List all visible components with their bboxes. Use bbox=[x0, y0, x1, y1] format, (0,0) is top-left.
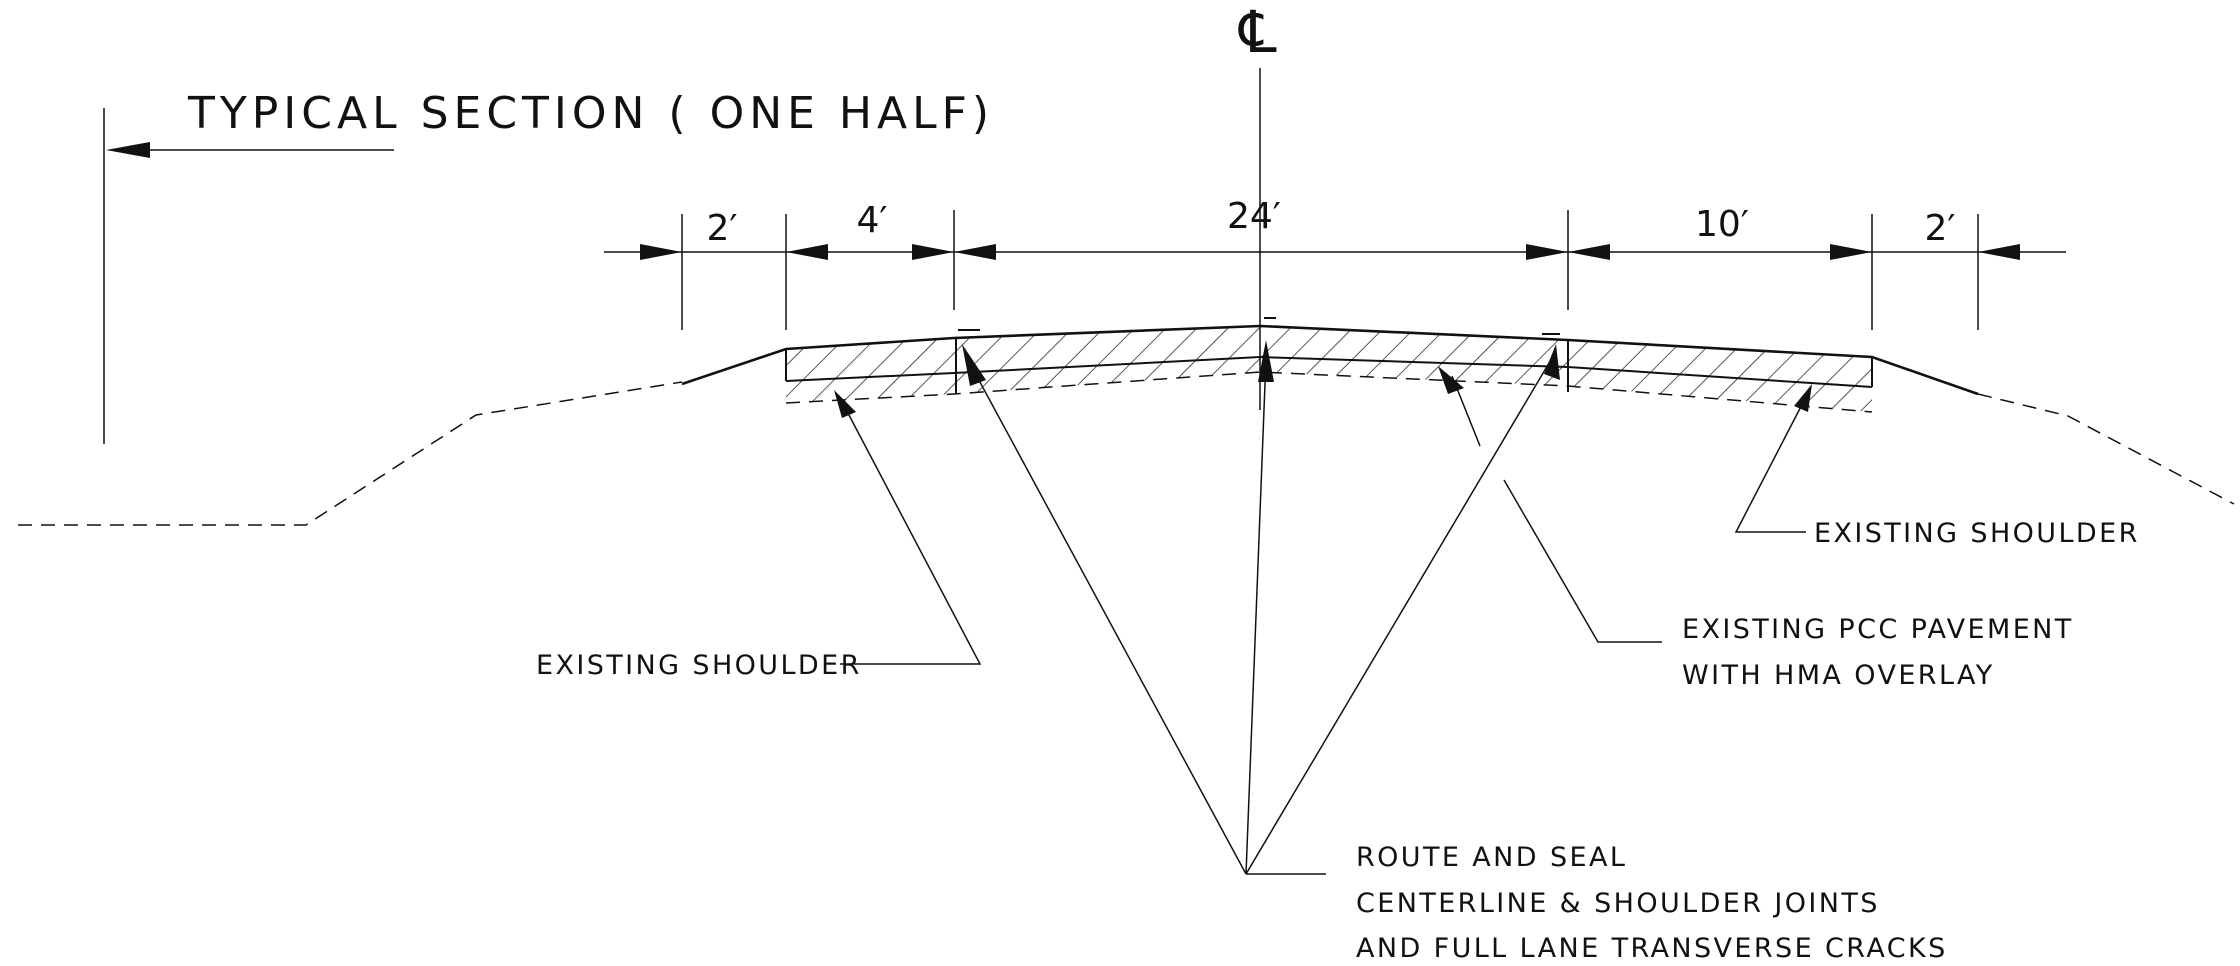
dimension-label: 2′ bbox=[1924, 208, 1955, 249]
dimension-arrow bbox=[1568, 244, 1610, 260]
leader-arrow bbox=[1794, 384, 1812, 412]
dimension-arrow bbox=[1830, 244, 1872, 260]
dimension-arrow bbox=[1526, 244, 1568, 260]
route-seal-leader bbox=[967, 359, 1247, 875]
dimension-label: 4′ bbox=[856, 200, 887, 241]
leader-arrow bbox=[1258, 340, 1274, 382]
route-seal-label: ROUTE AND SEAL bbox=[1356, 842, 1627, 873]
route-seal-label: CENTERLINE & SHOULDER JOINTS bbox=[1356, 888, 1880, 919]
existing-ground-left bbox=[18, 381, 683, 526]
dimension-arrow bbox=[786, 244, 828, 260]
route-seal-leader bbox=[1245, 357, 1553, 875]
leader-arrow bbox=[962, 344, 986, 386]
centerline-symbol: ℄ bbox=[1237, 0, 1276, 66]
dimension-label: 2′ bbox=[706, 208, 737, 249]
leader-arrow bbox=[1544, 344, 1560, 380]
pcc-pavement-label: EXISTING PCC PAVEMENT bbox=[1682, 614, 2074, 645]
pcc-leader-lower bbox=[1503, 479, 1662, 643]
overlay-bottom-line bbox=[785, 355, 1873, 388]
leader-arrow bbox=[1438, 366, 1464, 394]
dimension-arrow bbox=[640, 244, 682, 260]
dimension-arrow bbox=[1978, 244, 2020, 260]
existing-ground-right bbox=[1977, 393, 2235, 505]
route-seal-leader bbox=[1245, 357, 1267, 875]
leader-arrow bbox=[834, 390, 856, 418]
route-seal-label: AND FULL LANE TRANSVERSE CRACKS bbox=[1356, 933, 1948, 964]
existing-shoulder-left-leader bbox=[839, 397, 982, 665]
pcc-pavement-label: WITH HMA OVERLAY bbox=[1682, 660, 1995, 691]
existing-shoulder-left-label: EXISTING SHOULDER bbox=[536, 650, 862, 681]
existing-shoulder-right-leader bbox=[1734, 392, 1809, 533]
pavement-overlay-layer bbox=[954, 326, 1568, 394]
dimension-label: 24′ bbox=[1227, 196, 1281, 237]
dimension-arrow bbox=[954, 244, 996, 260]
dimension-arrow bbox=[912, 244, 954, 260]
existing-shoulder-left-layer bbox=[786, 338, 954, 403]
dimension-label: 10′ bbox=[1695, 204, 1749, 245]
section-title: TYPICAL SECTION ( ONE HALF) bbox=[187, 88, 994, 139]
section-arrow-head bbox=[106, 142, 150, 158]
existing-shoulder-right-label: EXISTING SHOULDER bbox=[1814, 518, 2140, 549]
